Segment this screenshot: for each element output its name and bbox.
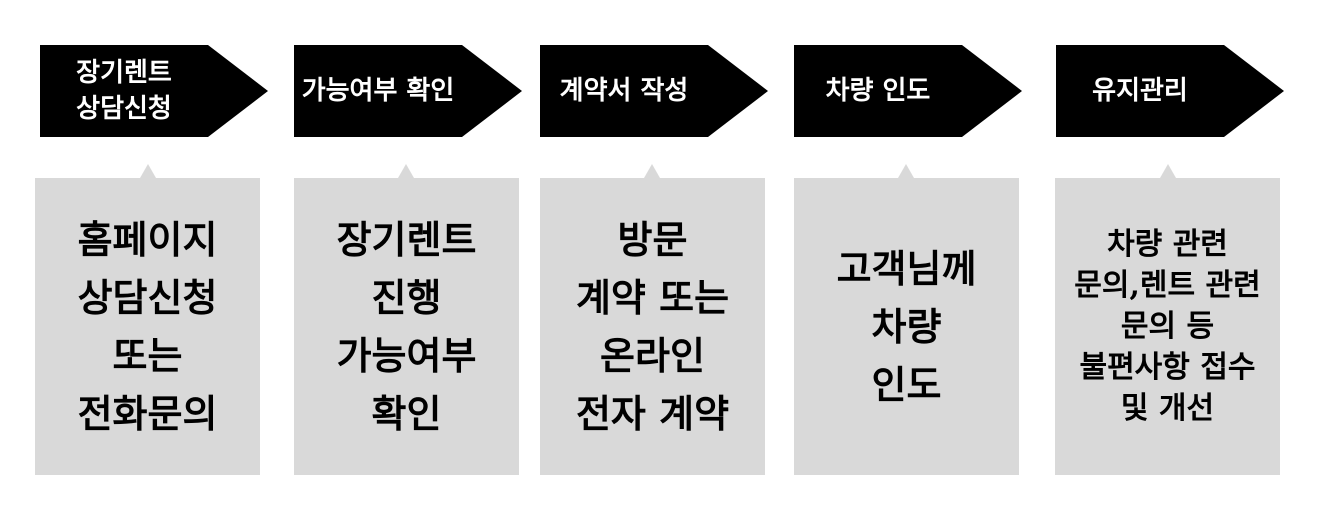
callout-pointer xyxy=(140,164,156,178)
step-description-box: 홈페이지 상담신청 또는 전화문의 xyxy=(35,178,260,475)
step-description: 홈페이지 상담신청 또는 전화문의 xyxy=(77,216,218,436)
step-label: 계약서 작성 xyxy=(559,76,689,106)
callout-pointer xyxy=(898,164,914,178)
step-arrow-maintenance: 유지관리 xyxy=(1056,45,1284,137)
step-description: 방문 계약 또는 온라인 전자 계약 xyxy=(575,216,730,436)
step-description: 차량 관련 문의,렌트 관련 문의 등 불편사항 접수 및 개선 xyxy=(1074,227,1261,426)
step-description-box: 장기렌트 진행 가능여부 확인 xyxy=(294,178,519,475)
step-description-box: 고객님께 차량 인도 xyxy=(794,178,1019,475)
callout-pointer xyxy=(1160,164,1176,178)
step-label: 장기렌트 상담신청 xyxy=(76,58,172,124)
step-label: 유지관리 xyxy=(1092,76,1188,106)
step-description: 고객님께 차량 인도 xyxy=(836,245,977,407)
step-arrow-consultation: 장기렌트 상담신청 xyxy=(40,45,268,137)
step-label: 가능여부 확인 xyxy=(301,76,455,106)
step-description-box: 차량 관련 문의,렌트 관련 문의 등 불편사항 접수 및 개선 xyxy=(1055,178,1280,475)
step-arrow-delivery: 차량 인도 xyxy=(794,45,1022,137)
callout-pointer xyxy=(398,164,414,178)
step-arrow-contract: 계약서 작성 xyxy=(540,45,768,137)
step-arrow-eligibility-check: 가능여부 확인 xyxy=(294,45,522,137)
step-description-box: 방문 계약 또는 온라인 전자 계약 xyxy=(540,178,765,475)
step-label: 차량 인도 xyxy=(825,76,931,106)
callout-pointer xyxy=(644,164,660,178)
step-description: 장기렌트 진행 가능여부 확인 xyxy=(336,216,477,436)
